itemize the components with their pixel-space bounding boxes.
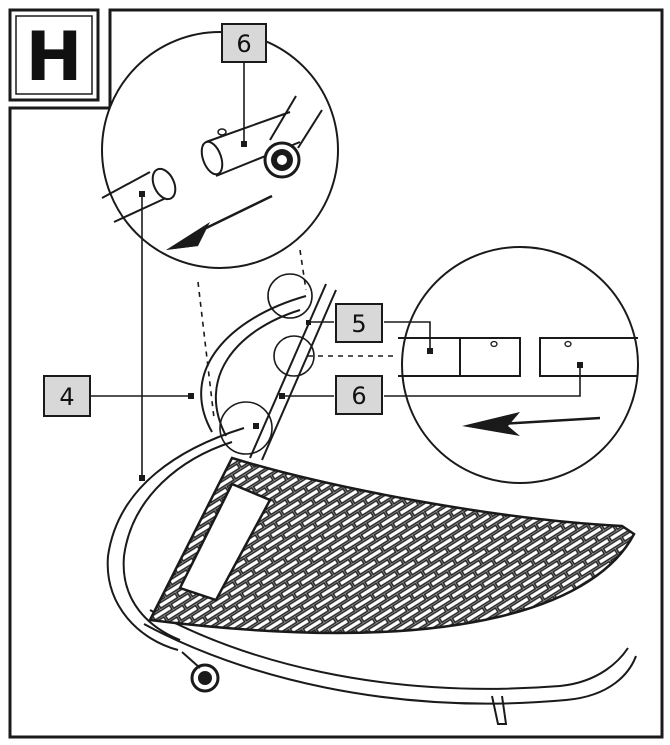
detail-circle-top: [101, 31, 339, 269]
headrest-pillow: [178, 482, 272, 602]
callout-5: 5: [335, 303, 383, 343]
callout-label: 5: [351, 310, 366, 338]
lounger-frame: [106, 249, 637, 725]
step-letter: H: [26, 18, 83, 97]
leader-lines: [90, 60, 583, 481]
callout-label: 6: [351, 382, 366, 410]
detail-circle-right: [398, 246, 639, 484]
step-label-box: H: [8, 8, 100, 102]
callout-6-right: 6: [335, 375, 383, 415]
callout-label: 6: [236, 30, 251, 58]
callout-4: 4: [43, 375, 91, 417]
callout-label: 4: [59, 383, 74, 411]
callout-top-6: 6: [221, 23, 267, 63]
mesh-bed: [148, 456, 636, 635]
